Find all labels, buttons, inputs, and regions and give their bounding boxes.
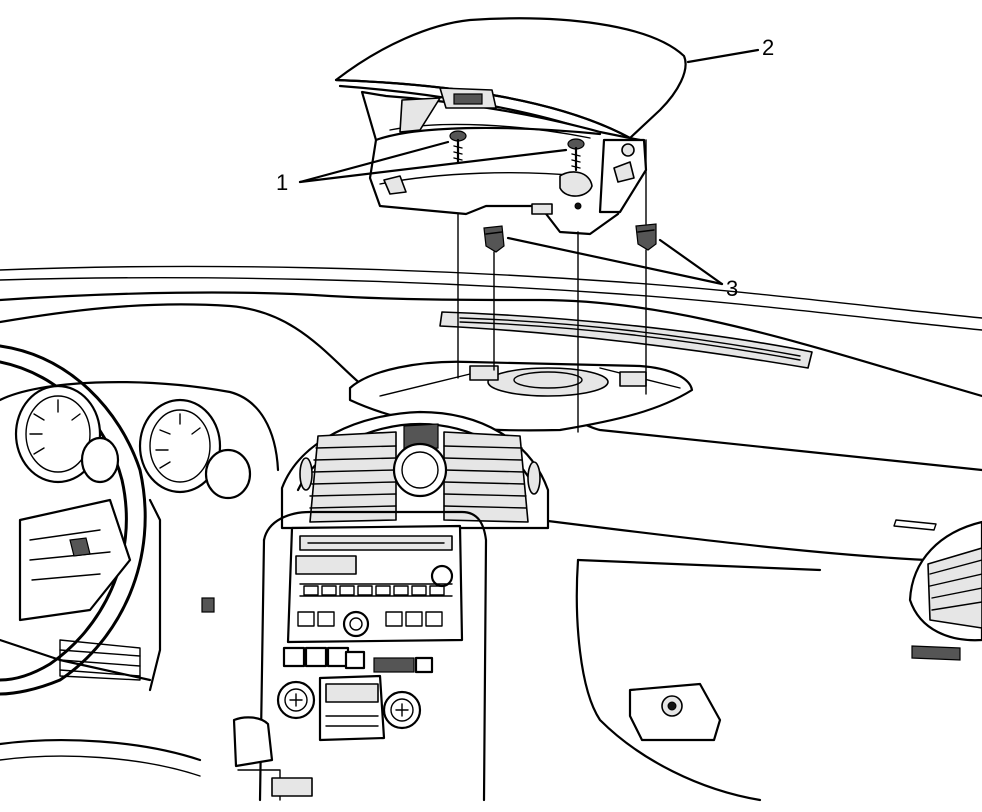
retainer-clip-left bbox=[483, 225, 505, 253]
steering-wheel bbox=[0, 344, 152, 696]
callout-1: 1 bbox=[276, 170, 288, 195]
alignment-lines bbox=[457, 139, 647, 433]
fastener-right bbox=[567, 138, 585, 172]
instrument-panel bbox=[0, 265, 982, 802]
center-stack bbox=[232, 510, 488, 802]
left-lower-panel bbox=[0, 498, 215, 777]
defroster-grille bbox=[439, 311, 813, 369]
retainer-clip-right bbox=[635, 223, 657, 251]
leader-lines bbox=[298, 48, 760, 286]
instrument-cluster bbox=[0, 381, 280, 500]
radio-head-unit bbox=[286, 524, 464, 644]
callout-3: 3 bbox=[726, 276, 738, 301]
callout-2: 2 bbox=[762, 35, 774, 60]
glovebox-handle bbox=[628, 682, 722, 742]
center-vent-left bbox=[309, 431, 397, 523]
right-air-vent bbox=[908, 520, 982, 661]
fastener-left bbox=[449, 130, 467, 164]
dash-top-cover bbox=[334, 17, 687, 236]
center-vent-right bbox=[443, 431, 529, 523]
center-vent-bezel bbox=[280, 410, 550, 530]
